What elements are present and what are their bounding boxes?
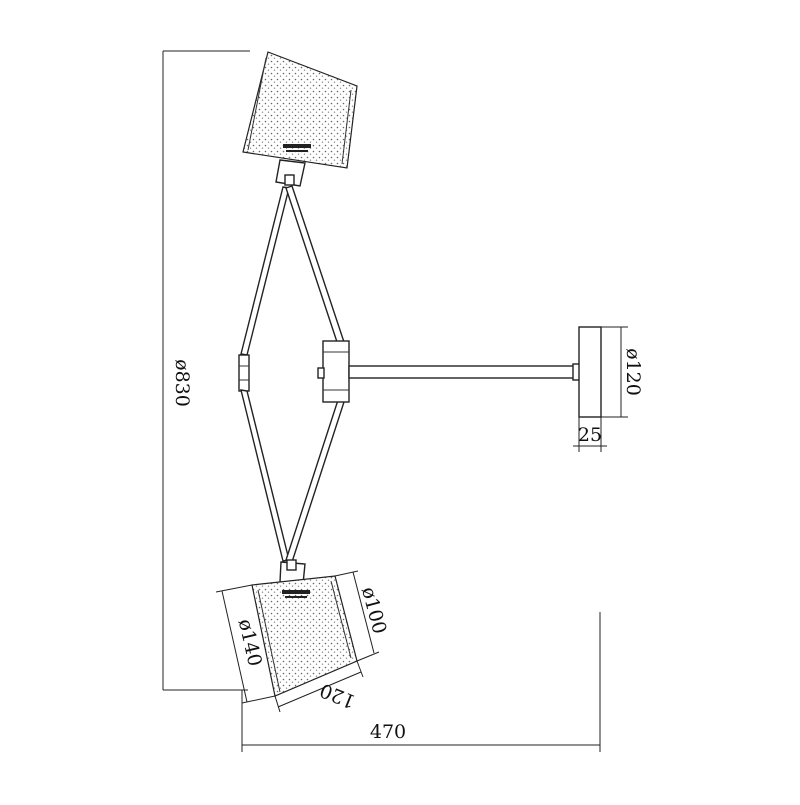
upper-shade-edge-right [341,89,352,165]
left-knuckle [238,354,250,392]
plate-depth-label: 25 [578,424,602,446]
projection-label: 470 [370,721,406,743]
small-diameter-extension-top [334,570,359,577]
small-diameter-extension-bottom [356,651,380,662]
large-diameter-extension-top [215,584,253,593]
wall-plate-body [578,326,602,418]
hub-block [322,340,350,403]
lower-shade-dimensions: ø140 ø100 120 [215,570,391,713]
upper-shade-label-plate [283,144,311,148]
lower-right-arm [285,399,345,563]
upper-arms [240,185,345,356]
overall-height-dimension: ø830 [162,50,250,691]
upper-shade-socket [275,159,306,187]
plate-diameter-label: ø120 [622,348,644,396]
upper-shade-label-line [286,150,308,152]
shade-height-label: 120 [317,679,359,713]
lower-shade-edge-left [257,589,281,693]
large-diameter-line [221,590,248,703]
lower-shade-joint [286,559,297,571]
large-diameter-extension-bottom [241,695,276,704]
central-hub [317,340,350,403]
projection-dimension: 470 [241,612,601,752]
upper-right-arm [285,185,345,346]
lower-arms [240,389,345,563]
upper-left-arm [240,186,290,356]
upper-shade-body [242,51,358,169]
lower-left-arm [240,389,290,562]
wall-arm-rod [348,365,578,379]
left-knuckle-body [238,354,250,392]
upper-shade-joint [284,174,295,186]
height-label: ø830 [171,359,193,407]
lower-shade-label-plate [282,590,310,594]
wall-arm [348,363,582,381]
hub-screw [317,367,325,379]
lower-shade-edge-right [330,580,352,659]
height-extension-left [274,695,281,713]
small-diameter-line [352,571,375,654]
shade-height-line [277,671,362,708]
lower-shade [251,559,358,697]
upper-shade-edge-left [247,57,267,151]
upper-shade [242,51,358,187]
wall-plate: ø120 25 [573,326,644,452]
lower-shade-label-line [285,596,307,598]
height-extension-right [356,660,364,678]
small-diameter-label: ø100 [357,585,391,637]
